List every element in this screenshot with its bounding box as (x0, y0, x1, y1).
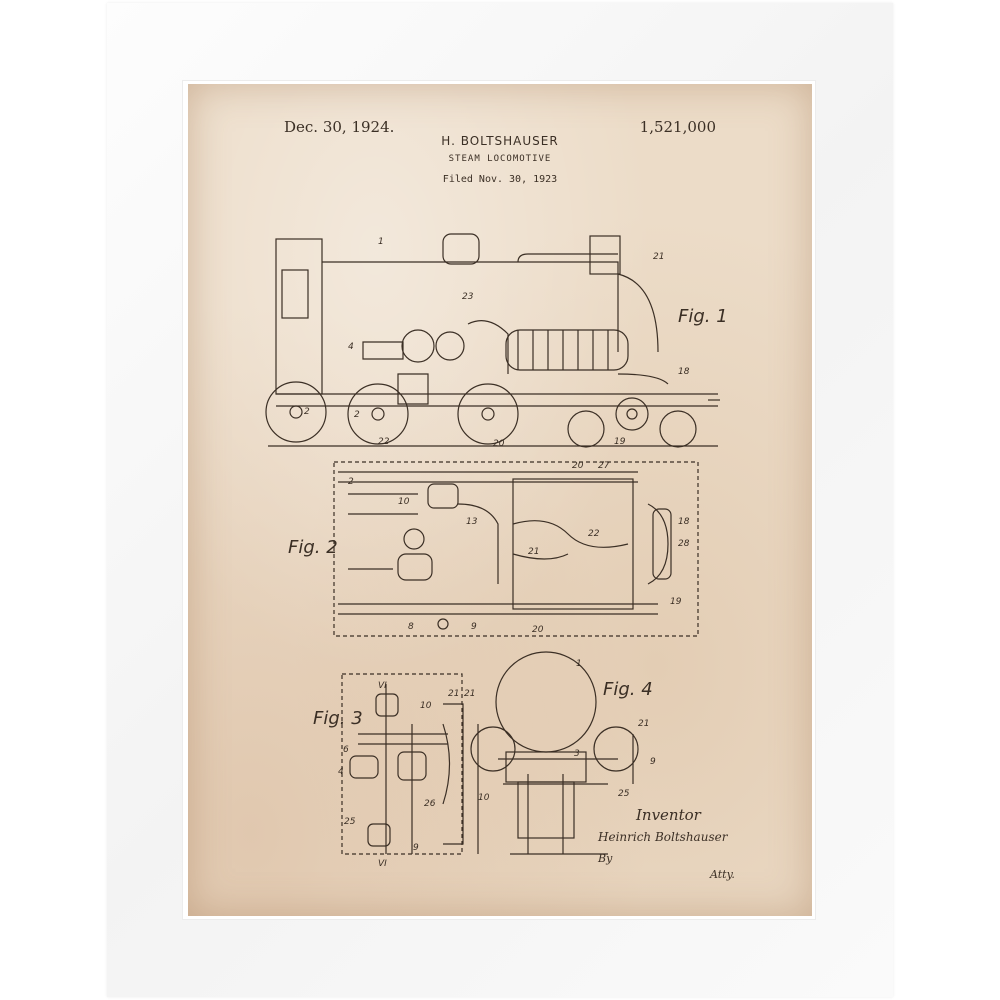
svg-text:VI: VI (378, 681, 387, 691)
svg-text:21: 21 (653, 252, 664, 262)
inventor-signature: Heinrich Boltshauser (598, 830, 727, 844)
reference-numerals: 1 21 23 4 2 2 22 20 19 18 20 27 2 10 13 … (304, 237, 690, 869)
svg-text:26: 26 (424, 799, 436, 809)
svg-text:1: 1 (378, 237, 384, 247)
svg-text:13: 13 (466, 517, 478, 527)
svg-text:2: 2 (354, 410, 360, 420)
svg-text:21: 21 (638, 719, 649, 729)
fig1-label: Fig. 1 (678, 306, 728, 327)
by-signature: By (598, 852, 612, 865)
svg-text:19: 19 (614, 437, 626, 447)
svg-text:18: 18 (678, 367, 690, 377)
fig4-label: Fig. 4 (603, 679, 653, 700)
svg-text:2: 2 (348, 477, 354, 487)
svg-text:21: 21 (464, 689, 475, 699)
svg-text:25: 25 (618, 789, 630, 799)
svg-text:25: 25 (344, 817, 356, 827)
svg-text:18: 18 (678, 517, 690, 527)
svg-text:23: 23 (462, 292, 474, 302)
svg-text:1: 1 (576, 659, 582, 669)
svg-text:VI: VI (378, 859, 387, 869)
patent-drawing: 1 21 23 4 2 2 22 20 19 18 20 27 2 10 13 … (188, 84, 812, 916)
fig3-section-view (342, 674, 463, 854)
svg-text:20: 20 (493, 439, 505, 449)
svg-text:21: 21 (448, 689, 459, 699)
svg-text:3: 3 (574, 749, 580, 759)
svg-text:10: 10 (478, 793, 490, 803)
svg-text:28: 28 (678, 539, 690, 549)
attorney-label: Atty. (710, 868, 735, 881)
svg-text:21: 21 (528, 547, 539, 557)
svg-text:20: 20 (532, 625, 544, 635)
svg-text:4: 4 (348, 342, 354, 352)
svg-text:27: 27 (598, 461, 610, 471)
fig3-label: Fig. 3 (313, 708, 363, 729)
svg-text:6: 6 (343, 745, 349, 755)
svg-text:22: 22 (588, 529, 600, 539)
svg-text:19: 19 (670, 597, 682, 607)
patent-print: Dec. 30, 1924. 1,521,000 H. BOLTSHAUSER … (188, 84, 812, 916)
inventor-heading: Inventor (636, 806, 701, 824)
fig2-plan-view (334, 462, 698, 636)
fig1-locomotive-side-view (266, 234, 720, 447)
svg-text:20: 20 (572, 461, 584, 471)
svg-text:10: 10 (398, 497, 410, 507)
svg-text:9: 9 (650, 757, 656, 767)
svg-text:10: 10 (420, 701, 432, 711)
svg-text:22: 22 (378, 437, 390, 447)
svg-text:4: 4 (338, 767, 344, 777)
svg-text:8: 8 (408, 622, 414, 632)
fig2-label: Fig. 2 (288, 537, 338, 558)
svg-text:9: 9 (413, 843, 419, 853)
svg-text:2: 2 (304, 407, 310, 417)
svg-text:9: 9 (471, 622, 477, 632)
